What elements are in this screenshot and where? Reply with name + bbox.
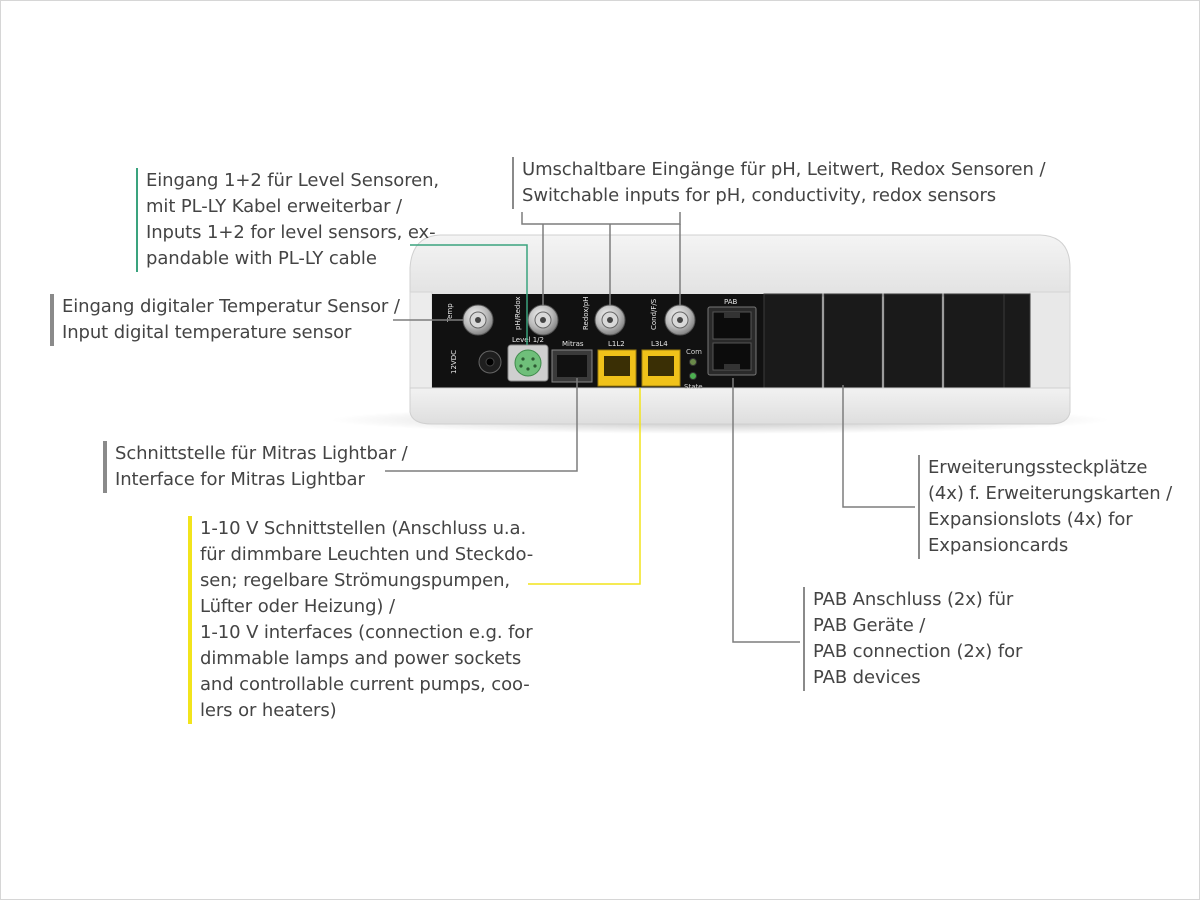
callout-line: dimmable lamps and power sockets <box>200 648 522 669</box>
state-led <box>689 372 697 380</box>
expansion-slots <box>763 293 1031 391</box>
leader-level <box>410 244 528 345</box>
callout-line: Expansionslots (4x) for <box>928 509 1133 530</box>
device-right-wall <box>1029 291 1071 393</box>
expansion-slot <box>943 293 1005 391</box>
callout-line: für dimmbare Leuchten und Steckdo- <box>200 544 534 565</box>
leader-mitras <box>385 378 578 472</box>
callout-line: sen; regelbare Strömungspumpen, <box>200 570 511 591</box>
leader-expansion <box>842 385 915 508</box>
panel-label-redox-ph: Redox/pH <box>582 296 590 330</box>
bnc-temp-connector <box>462 304 494 336</box>
bnc-cond-connector <box>664 304 696 336</box>
callout-line: Eingang digitaler Temperatur Sensor / <box>62 296 400 317</box>
leader-pab <box>732 378 800 643</box>
panel-label-l3l4: L3L4 <box>651 340 668 348</box>
callout-line: (4x) f. Erweiterungskarten / <box>928 483 1173 504</box>
callout-line: Umschaltbare Eingänge für pH, Leitwert, … <box>522 159 1046 180</box>
panel-label-l1l2: L1L2 <box>608 340 625 348</box>
expansion-slot-edge <box>1003 293 1031 391</box>
panel-label-level: Level 1/2 <box>512 336 544 344</box>
callout-line: Erweiterungssteckplätze <box>928 457 1148 478</box>
callout-line: Schnittstelle für Mitras Lightbar / <box>115 443 408 464</box>
callout-line: mit PL-LY Kabel erweiterbar / <box>146 196 403 217</box>
panel-label-cond: Cond/F/S <box>650 298 658 330</box>
panel-label-mitras: Mitras <box>562 340 584 348</box>
level-port <box>507 344 549 382</box>
leader-interfaces <box>528 388 641 585</box>
callout-temperature-input: Eingang digitaler Temperatur Sensor / In… <box>50 294 400 346</box>
l1l2-port <box>597 349 637 387</box>
expansion-slot <box>763 293 823 391</box>
callout-line: pandable with PL-LY cable <box>146 248 377 269</box>
dc-jack <box>478 350 502 374</box>
l3l4-port <box>641 349 681 387</box>
bnc-redox-ph-connector <box>594 304 626 336</box>
callout-line: PAB Geräte / <box>813 615 926 636</box>
callout-line: lers or heaters) <box>200 700 337 721</box>
device-base <box>409 387 1071 425</box>
leader-switchable-bracket <box>521 212 681 225</box>
mitras-port <box>551 349 593 383</box>
com-led <box>689 358 697 366</box>
panel-label-temp: Temp <box>446 303 454 323</box>
callout-line: Interface for Mitras Lightbar <box>115 469 365 490</box>
expansion-slot <box>823 293 883 391</box>
callout-level-inputs: Eingang 1+2 für Level Sensoren, mit PL-L… <box>136 168 439 272</box>
leader-lines <box>385 212 915 643</box>
bnc-ph-redox-connector <box>527 304 559 336</box>
callout-line: 1-10 V Schnittstellen (Anschluss u.a. <box>200 518 527 539</box>
callout-line: and controllable current pumps, coo- <box>200 674 530 695</box>
callout-expansion-slots: Erweiterungssteckplätze (4x) f. Erweiter… <box>918 455 1172 559</box>
callout-pab-connection: PAB Anschluss (2x) für PAB Geräte / PAB … <box>803 587 1022 691</box>
callout-line: Expansioncards <box>928 535 1069 556</box>
callout-line: Lüfter oder Heizung) / <box>200 596 395 617</box>
callout-line: Eingang 1+2 für Level Sensoren, <box>146 170 440 191</box>
callout-line: Input digital temperature sensor <box>62 322 352 343</box>
panel-label-pab: PAB <box>724 298 738 306</box>
panel-label-dc: 12VDC <box>450 350 458 374</box>
device-left-wall <box>409 291 433 393</box>
panel-label-state: State <box>684 383 703 391</box>
panel-label-com: Com <box>686 348 702 356</box>
callout-line: Inputs 1+2 for level sensors, ex- <box>146 222 436 243</box>
callout-1-10v-interfaces: 1-10 V Schnittstellen (Anschluss u.a. fü… <box>188 516 533 724</box>
callout-line: PAB connection (2x) for <box>813 641 1023 662</box>
callout-line: 1-10 V interfaces (connection e.g. for <box>200 622 533 643</box>
panel-label-ph-redox: pH/Redox <box>514 296 522 330</box>
callout-switchable-inputs: Umschaltbare Eingänge für pH, Leitwert, … <box>512 157 1046 209</box>
expansion-slot <box>883 293 943 391</box>
callout-mitras-interface: Schnittstelle für Mitras Lightbar / Inte… <box>103 441 408 493</box>
callout-line: Switchable inputs for pH, conductivity, … <box>522 185 997 206</box>
callout-line: PAB Anschluss (2x) für <box>813 589 1014 610</box>
callout-line: PAB devices <box>813 667 921 688</box>
pab-ports <box>707 306 757 376</box>
device-lid <box>409 234 1071 297</box>
